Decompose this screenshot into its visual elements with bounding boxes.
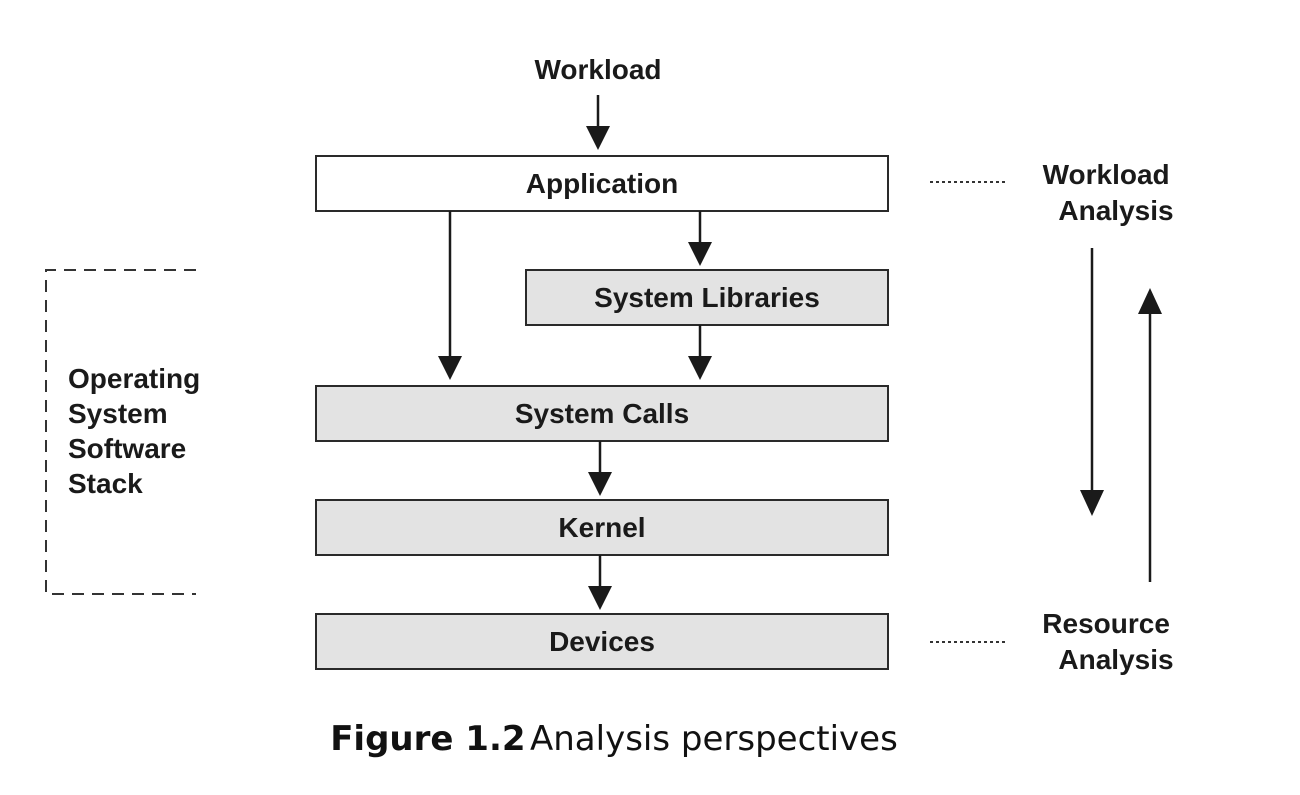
os-stack-label-line-4: Stack	[68, 468, 143, 499]
os-stack-label-line-2: System	[68, 398, 168, 429]
arrow-workload-to-application	[586, 95, 610, 150]
node-system-calls: System Calls	[315, 385, 889, 442]
arrow-kernel-to-devices	[588, 555, 612, 610]
arrow-application-to-libraries	[688, 211, 712, 266]
resource-analysis-line-1: Resource	[1042, 608, 1170, 639]
resource-analysis-label: Resource Analysis	[1042, 608, 1177, 675]
node-kernel-label: Kernel	[558, 512, 645, 543]
node-kernel-box	[315, 499, 889, 556]
node-devices: Devices	[315, 613, 889, 670]
node-system-calls-label: System Calls	[515, 398, 689, 429]
figure-caption: Figure 1.2 Analysis perspectives	[330, 719, 898, 759]
workload-analysis-line-2: Analysis	[1058, 195, 1173, 226]
os-stack-label: Operating System Software Stack	[68, 363, 208, 499]
os-stack-label-line-3: Software	[68, 433, 186, 464]
node-system-libraries-box	[525, 269, 889, 326]
node-application: Application	[315, 155, 889, 212]
os-stack-label-line-1: Operating	[68, 363, 200, 394]
workload-input-label: Workload	[534, 54, 661, 85]
node-devices-label: Devices	[549, 626, 655, 657]
figure-title: Analysis perspectives	[530, 719, 898, 759]
node-kernel: Kernel	[315, 499, 889, 556]
node-application-box	[315, 155, 889, 212]
arrow-application-to-syscalls	[438, 211, 462, 380]
node-system-libraries-label: System Libraries	[594, 282, 820, 313]
node-devices-box	[315, 613, 889, 670]
node-application-label: Application	[526, 168, 678, 199]
node-system-libraries: System Libraries	[525, 269, 889, 326]
node-system-calls-box	[315, 385, 889, 442]
workload-analysis-label: Workload Analysis	[1043, 159, 1178, 226]
resource-analysis-line-2: Analysis	[1058, 644, 1173, 675]
figure-number: Figure 1.2	[330, 719, 525, 759]
os-stack-bracket	[45, 269, 196, 595]
arrow-workload-analysis-down	[1080, 248, 1104, 516]
arrow-resource-analysis-up	[1138, 288, 1162, 582]
arrow-syscalls-to-kernel	[588, 441, 612, 496]
arrow-libraries-to-syscalls	[688, 325, 712, 380]
workload-analysis-line-1: Workload	[1043, 159, 1170, 190]
